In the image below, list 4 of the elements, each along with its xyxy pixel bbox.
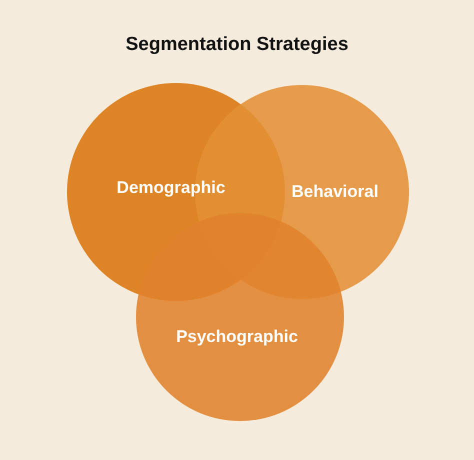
circle-label: Demographic [116,178,226,198]
circle-label: Behavioral [292,182,378,202]
title: Segmentation Strategies [126,34,348,56]
circle-label: Psychographic [176,327,298,347]
